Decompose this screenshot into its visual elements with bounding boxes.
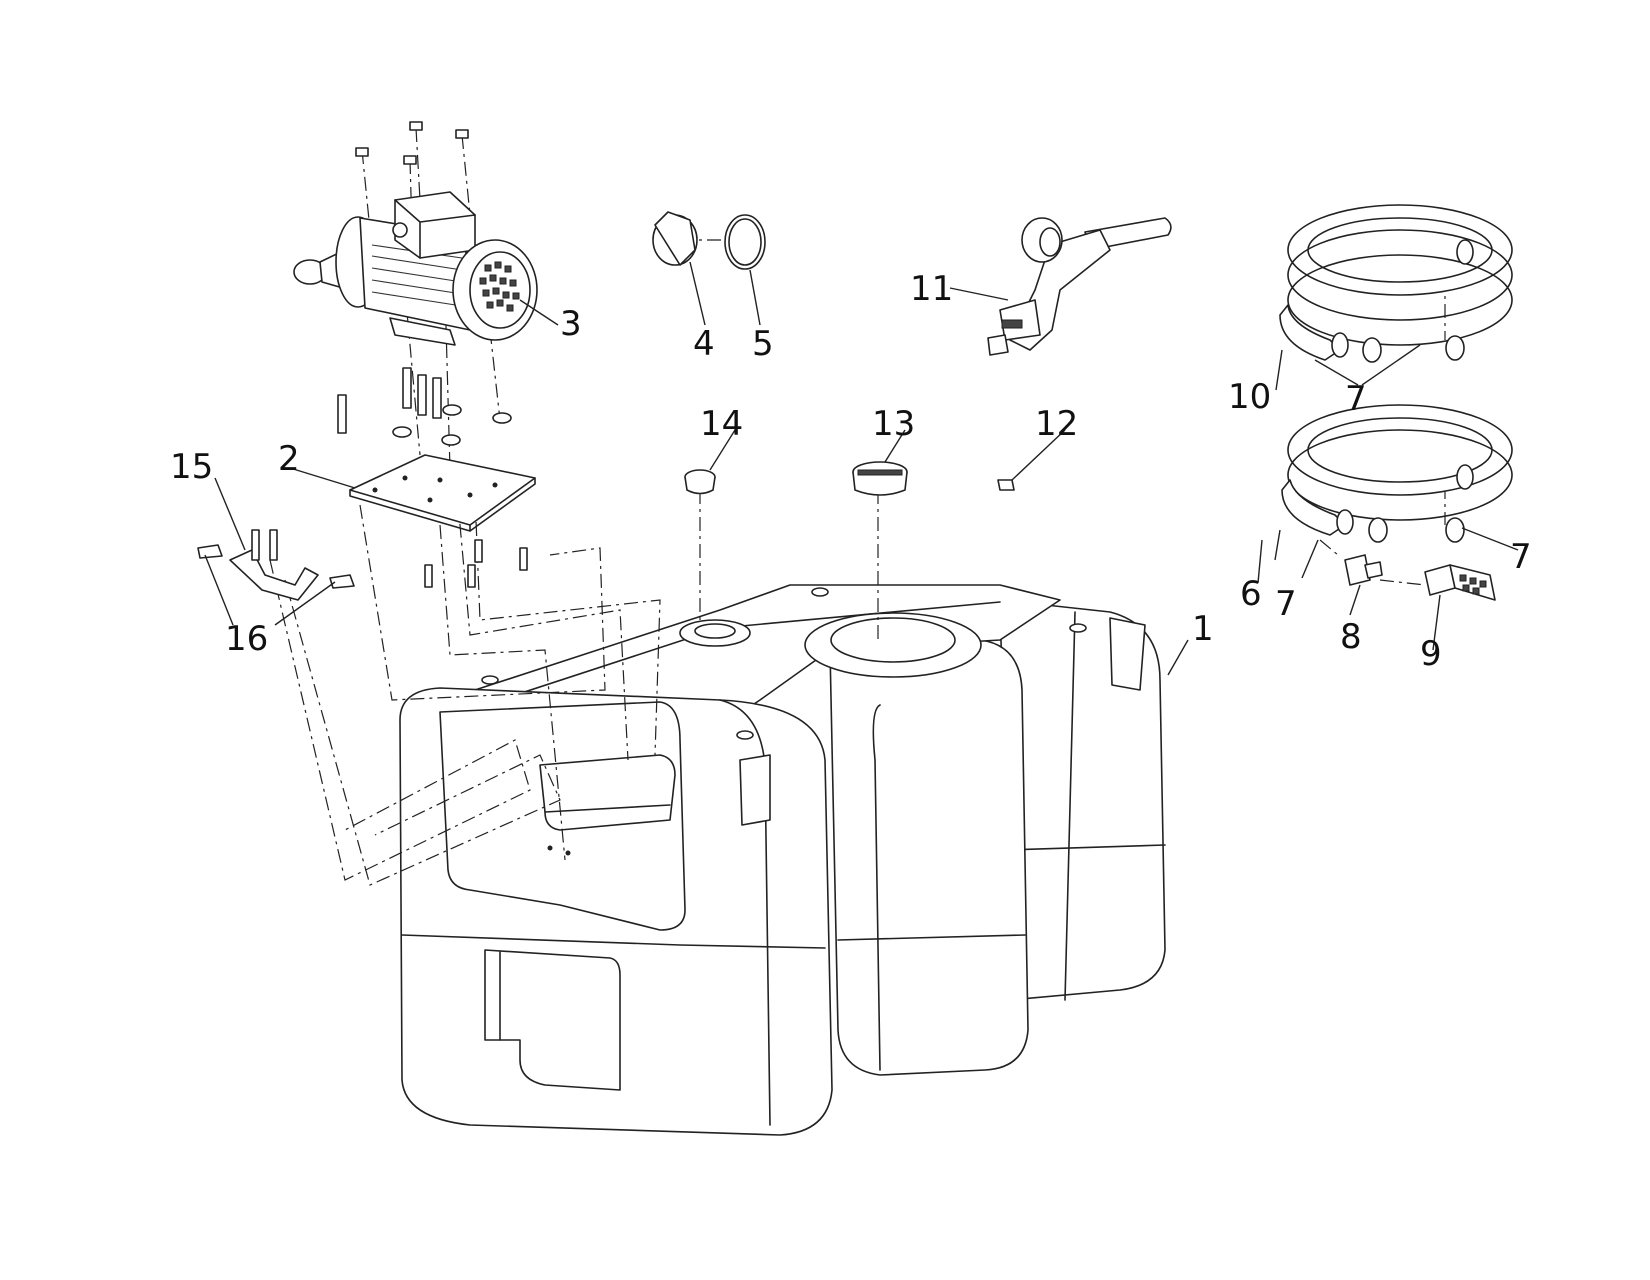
nozzle-part: [987, 217, 1172, 356]
callout-13: 13: [872, 404, 915, 444]
callout-8: 8: [1340, 617, 1362, 657]
callout-1: 1: [1192, 609, 1214, 649]
hose-coil-large: [1279, 204, 1513, 363]
flange-part: [652, 211, 698, 266]
strainer-part: [1424, 564, 1496, 601]
callout-14: 14: [700, 404, 743, 444]
leader-lines: [204, 261, 1519, 676]
callout-11: 11: [910, 269, 953, 309]
callout-15: 15: [170, 447, 213, 487]
callout-16: 16: [225, 619, 268, 659]
callout-9: 9: [1420, 634, 1442, 674]
callout-6: 6: [1240, 574, 1262, 614]
callout-10: 10: [1228, 377, 1271, 417]
callout-12: 12: [1035, 404, 1078, 444]
motor-part: [293, 121, 538, 346]
callout-7-b: 7: [1510, 537, 1532, 577]
callout-labels: 1 2 3 4 5 6 7 7 7 8 9 10 11 12 13 14 15 …: [170, 269, 1532, 674]
filler-cap-part: [852, 461, 908, 496]
hose-coil-small: [1281, 404, 1513, 543]
plug-part: [997, 479, 1015, 491]
o-ring-part: [724, 214, 766, 270]
tank-part: [399, 584, 1166, 1136]
vent-cap-part: [684, 469, 716, 495]
callout-5: 5: [752, 324, 774, 364]
callout-7-c: 7: [1275, 584, 1297, 624]
mounting-plate-part: [337, 367, 536, 588]
bracket-part: [197, 529, 355, 601]
hose-barb-part: [1344, 554, 1383, 586]
callout-7-a: 7: [1345, 379, 1367, 419]
callout-3: 3: [560, 304, 582, 344]
callout-4: 4: [693, 324, 715, 364]
callout-2: 2: [278, 439, 300, 479]
